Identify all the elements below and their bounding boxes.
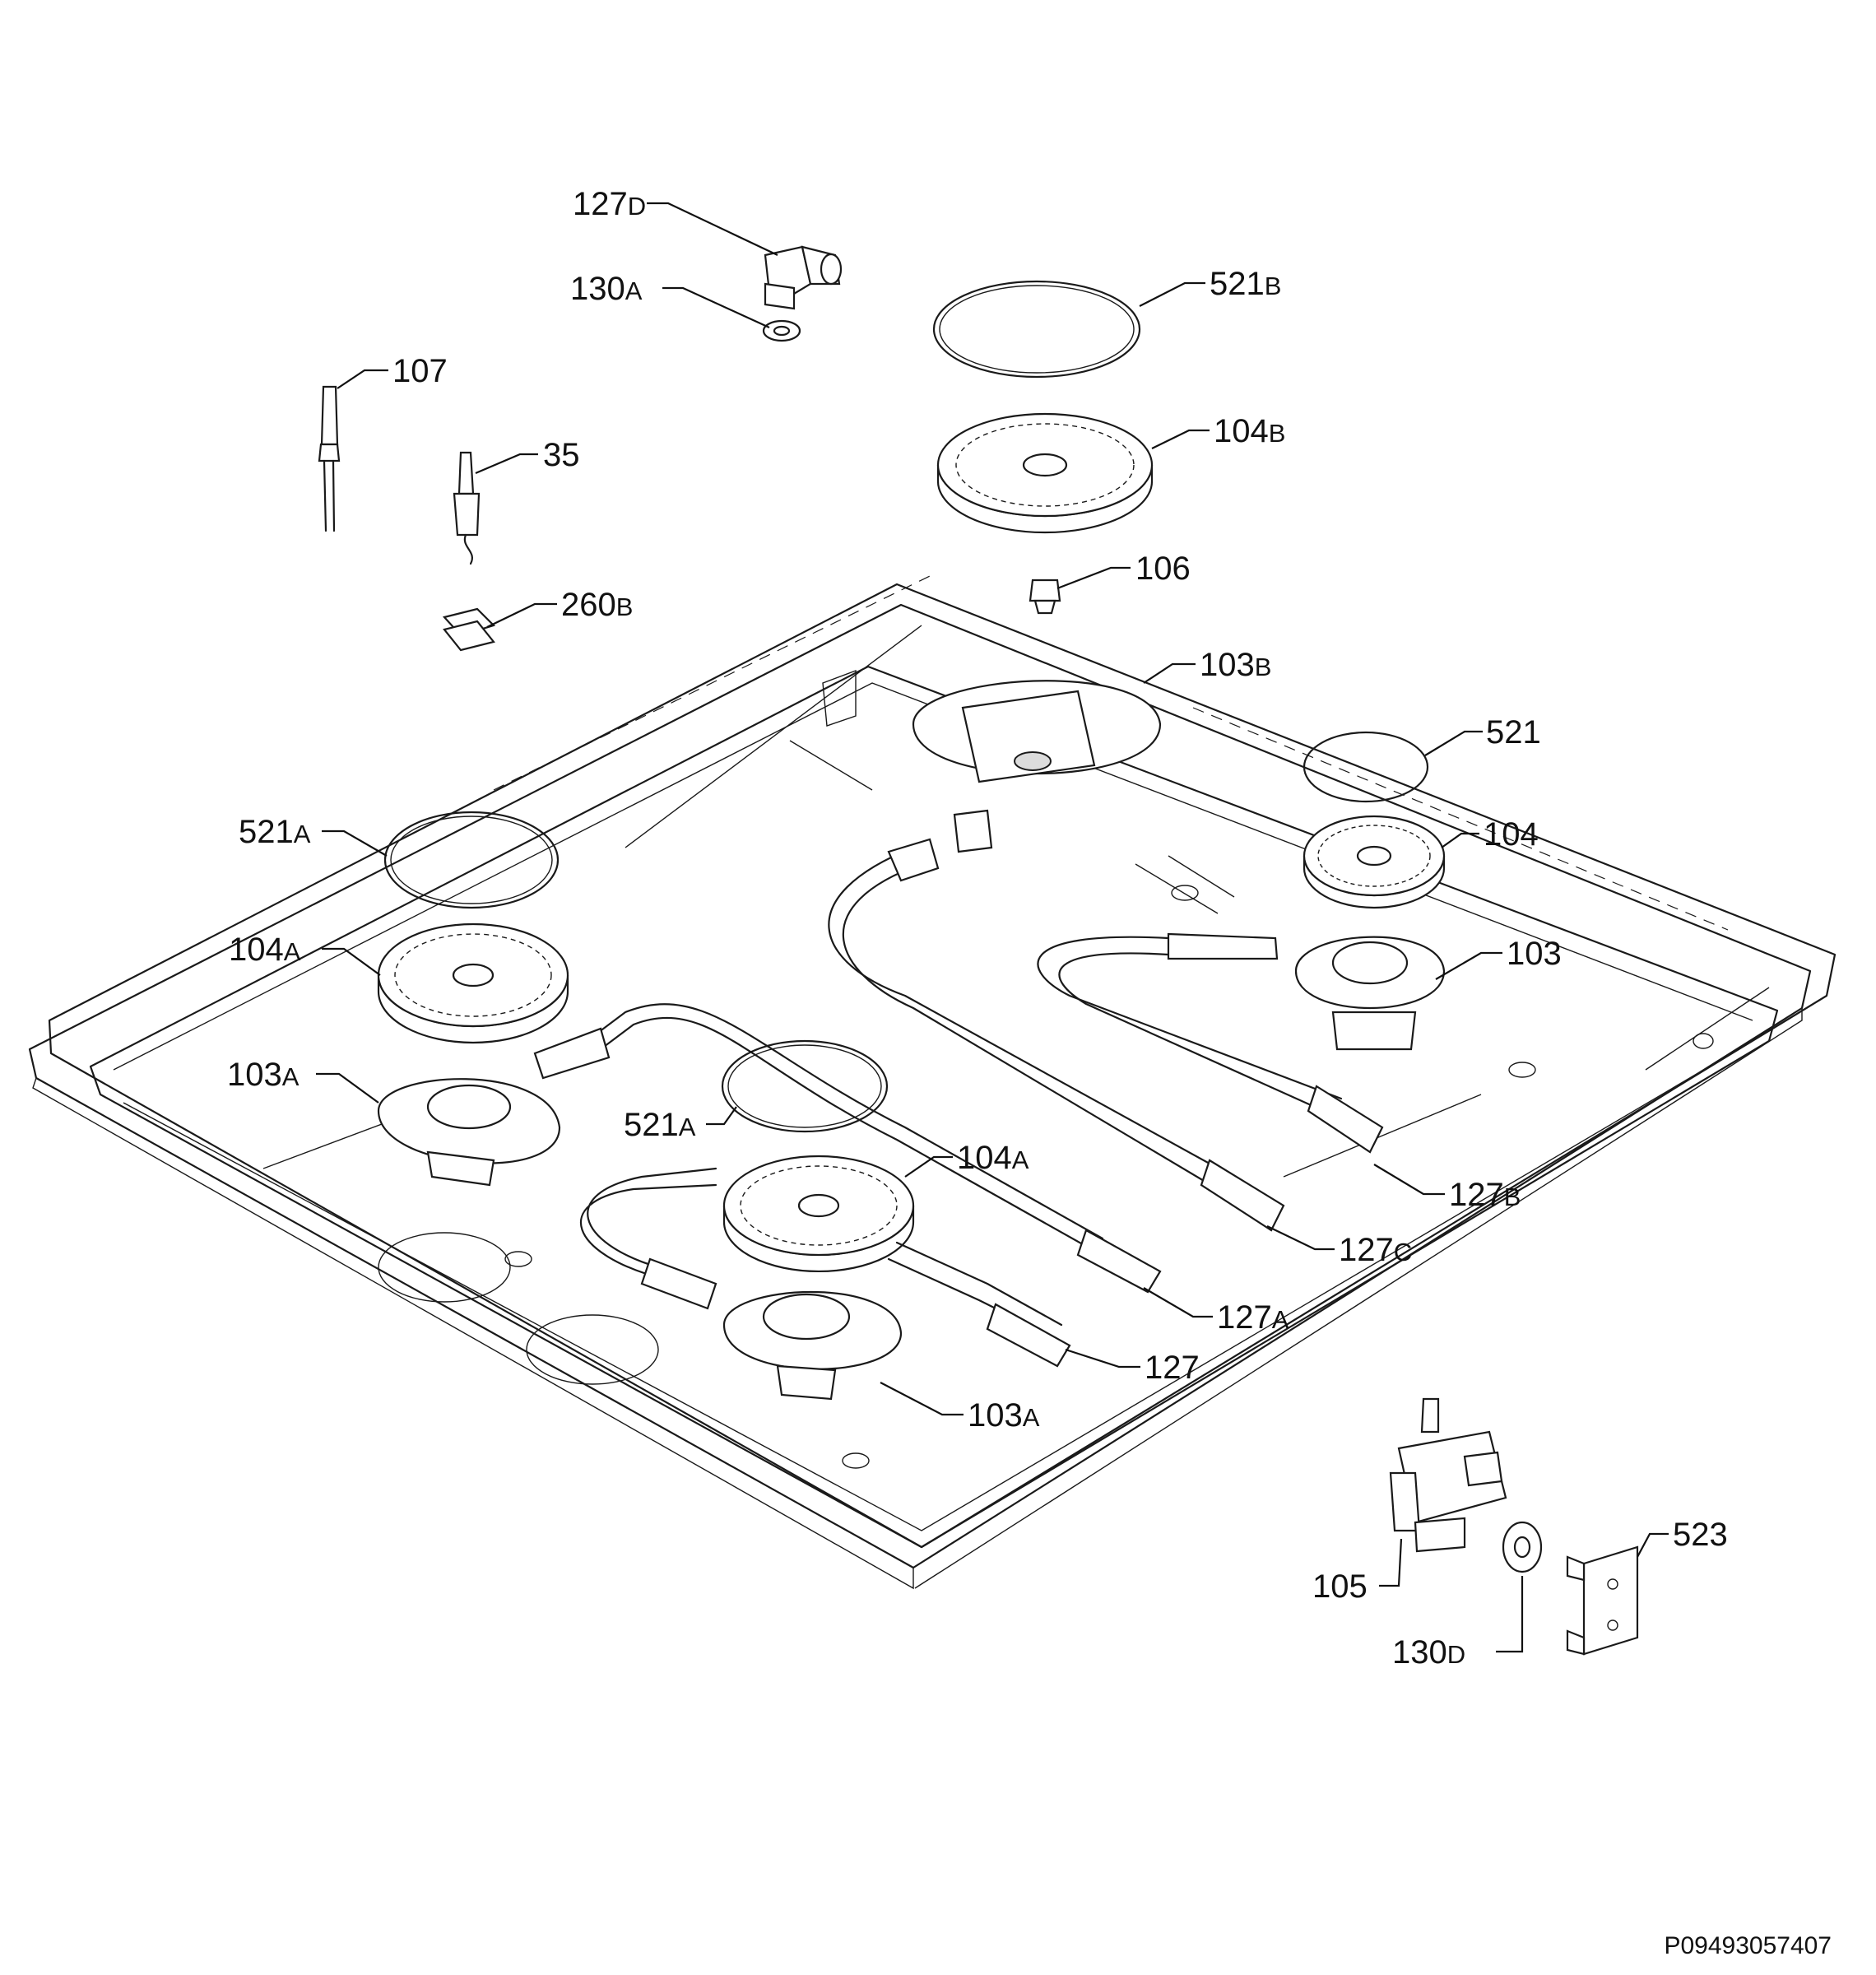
- bracket-523: [1566, 1545, 1639, 1656]
- part-labels: 127D 130A 107 35 260B 521B 104B 106 103B…: [227, 186, 1728, 1671]
- label-105: 105: [1312, 1568, 1368, 1605]
- flame-spreader-104: [1303, 815, 1446, 909]
- burner-cap-521a-center: [721, 1039, 889, 1133]
- label-521a-left: 521A: [239, 814, 311, 850]
- hob-tray: [28, 575, 1837, 1590]
- washer-130a: [762, 319, 801, 342]
- injector-106: [1029, 579, 1061, 615]
- label-127a: 127A: [1217, 1299, 1289, 1336]
- gas-pipe-127a: [533, 1003, 1162, 1294]
- flame-spreader-104a-left: [377, 922, 569, 1044]
- label-104: 104: [1484, 816, 1539, 853]
- label-260b: 260B: [561, 587, 633, 623]
- burner-base-103: [1294, 936, 1446, 1051]
- label-523: 523: [1673, 1517, 1728, 1553]
- label-127: 127: [1145, 1350, 1200, 1386]
- flame-spreader-104b: [936, 412, 1154, 534]
- gas-pipe-127b: [1037, 932, 1384, 1154]
- burner-cap-521: [1303, 731, 1429, 803]
- gas-pipe-127c: [828, 838, 1285, 1232]
- clip-260b: [442, 607, 496, 652]
- label-127c: 127C: [1339, 1232, 1412, 1268]
- gas-tap-105: [1389, 1397, 1507, 1553]
- label-104a-center: 104A: [957, 1140, 1029, 1176]
- label-521a-center: 521A: [624, 1107, 696, 1143]
- label-521b: 521B: [1210, 266, 1281, 302]
- label-106: 106: [1135, 551, 1191, 587]
- gas-pipe-127: [579, 1167, 1071, 1368]
- label-107: 107: [392, 353, 448, 389]
- burner-base-103a-center: [722, 1291, 903, 1401]
- label-127d: 127D: [573, 186, 646, 222]
- label-104b: 104B: [1214, 413, 1285, 449]
- label-130d: 130D: [1392, 1634, 1465, 1671]
- burner-cap-521b: [932, 280, 1141, 379]
- label-103a-center: 103A: [968, 1397, 1040, 1434]
- thermocouple-107: [318, 385, 341, 532]
- burner-base-103a-left: [377, 1078, 561, 1187]
- label-35: 35: [543, 437, 580, 473]
- label-103a-left: 103A: [227, 1057, 300, 1093]
- label-127b: 127B: [1449, 1177, 1521, 1213]
- label-103b: 103B: [1200, 647, 1271, 683]
- label-130a: 130A: [570, 271, 643, 307]
- burner-cap-521a-left: [383, 811, 560, 909]
- label-521: 521: [1486, 714, 1541, 750]
- flame-spreader-104a-center: [722, 1155, 915, 1273]
- elbow-connector-127d: [764, 245, 843, 310]
- label-103: 103: [1507, 936, 1562, 972]
- ignition-electrode-35: [453, 451, 481, 565]
- label-104a-left: 104A: [229, 932, 301, 968]
- leader-lines: [316, 202, 1669, 1653]
- burner-base-103b: [912, 680, 1162, 853]
- drawing-code: P09493057407: [1664, 1932, 1832, 1959]
- washer-130d: [1502, 1521, 1543, 1573]
